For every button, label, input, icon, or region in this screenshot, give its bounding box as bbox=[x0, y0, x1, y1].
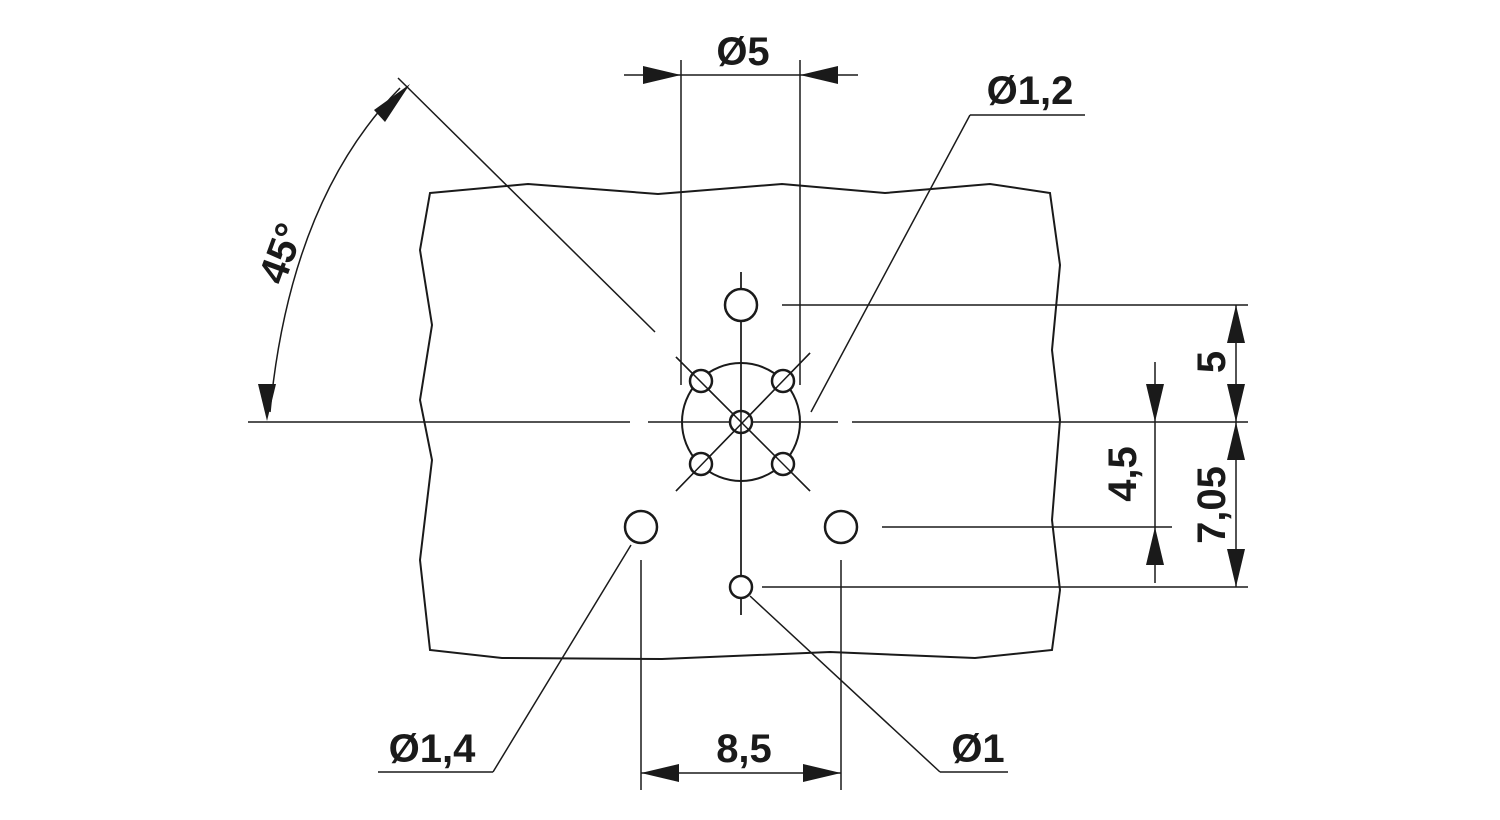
diagonal-axis-a-overlay bbox=[675, 356, 811, 492]
angle-reference-line bbox=[397, 77, 656, 333]
bottom-offset-arrow-bottom bbox=[1227, 549, 1245, 587]
contact-hole-bottom-left bbox=[688, 451, 714, 477]
side-offset-arrow-top bbox=[1146, 384, 1164, 422]
spacing-arrow-right bbox=[803, 764, 841, 782]
dia5-label: Ø5 bbox=[716, 30, 769, 74]
dia1-label: Ø1 bbox=[951, 727, 1004, 771]
dia12-label: Ø1,2 bbox=[987, 69, 1074, 113]
top-offset-label: 5 bbox=[1190, 351, 1234, 373]
angle-arrow-top bbox=[374, 84, 410, 122]
side-offset-arrow-bottom bbox=[1146, 527, 1164, 565]
dia1-leader bbox=[749, 595, 941, 773]
angle-label: 45° bbox=[251, 218, 313, 290]
bottom-hole bbox=[728, 574, 754, 600]
top-offset-arrow-bottom bbox=[1227, 384, 1245, 422]
dia14-leader bbox=[492, 544, 632, 773]
panel-outline bbox=[418, 182, 1062, 661]
dia12-leader bbox=[810, 114, 971, 413]
dia5-arrow-right bbox=[800, 66, 838, 84]
bottom-offset-label: 7,05 bbox=[1190, 466, 1234, 544]
top-offset-arrow-top bbox=[1227, 305, 1245, 343]
dia5-arrow-left bbox=[643, 66, 681, 84]
diagonal-axis-b-overlay bbox=[675, 352, 811, 492]
bottom-offset-arrow-top bbox=[1227, 422, 1245, 460]
angle-arc bbox=[269, 87, 401, 413]
side-hole-left bbox=[623, 509, 659, 545]
spacing-label: 8,5 bbox=[716, 727, 772, 771]
dia14-label: Ø1,4 bbox=[389, 727, 476, 771]
side-hole-right bbox=[823, 509, 859, 545]
top-hole bbox=[723, 287, 759, 323]
spacing-arrow-left bbox=[641, 764, 679, 782]
side-offset-label: 4,5 bbox=[1101, 446, 1145, 502]
angle-arrow-bottom bbox=[258, 384, 276, 421]
